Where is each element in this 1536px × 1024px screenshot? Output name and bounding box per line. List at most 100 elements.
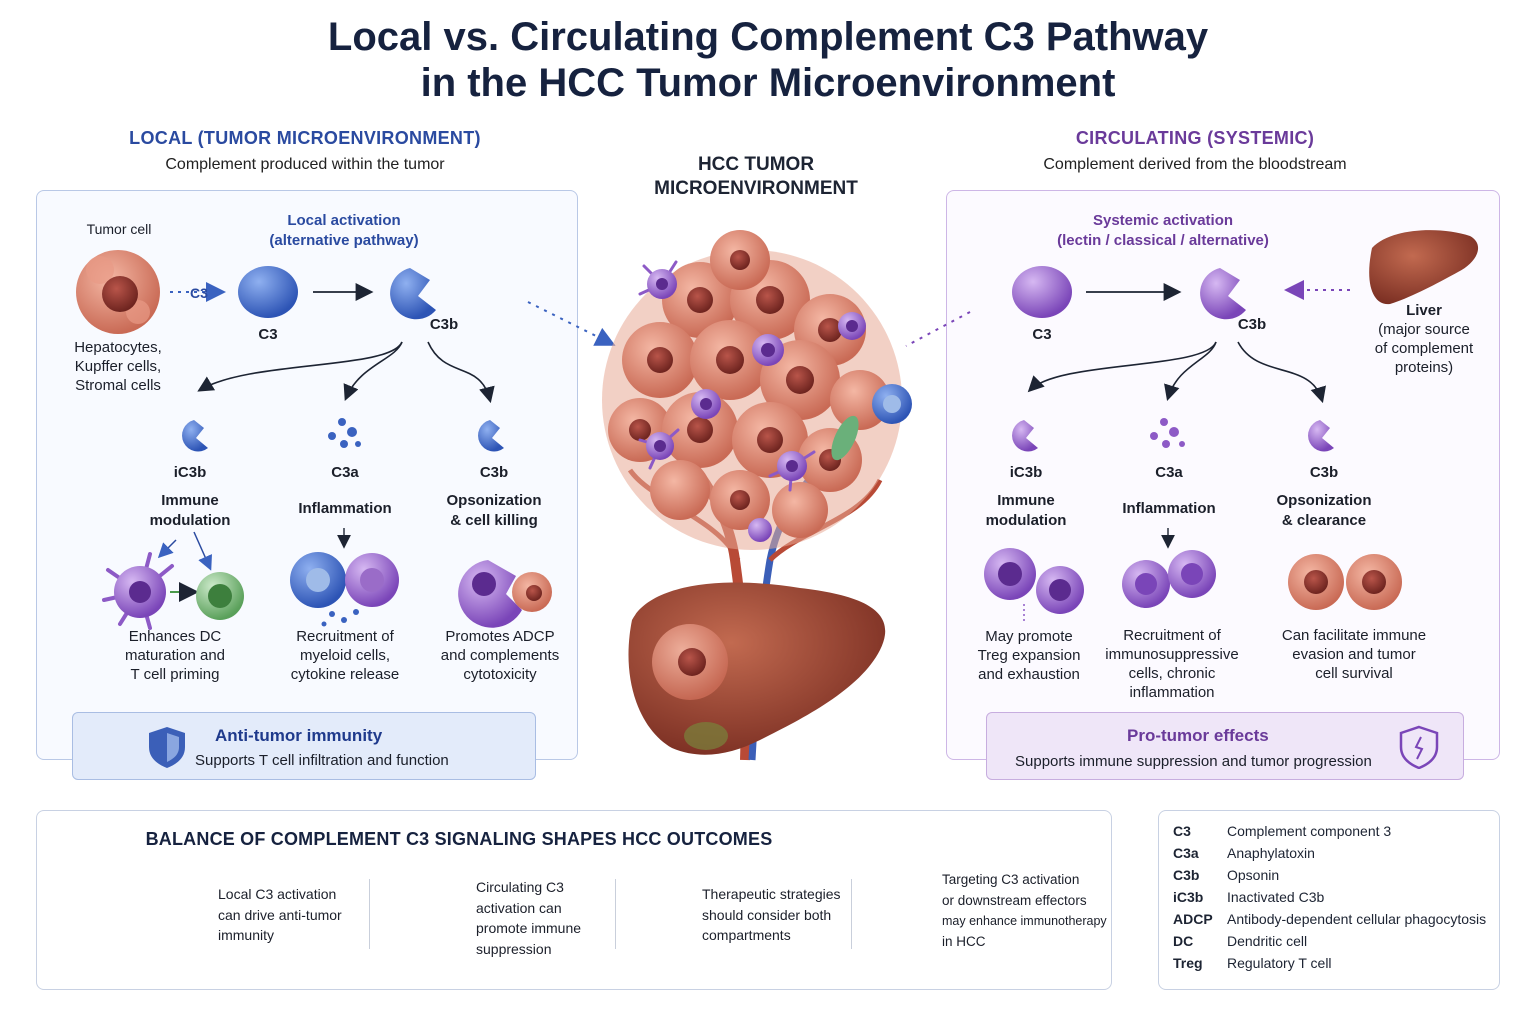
effect-line: maturation and: [124, 647, 226, 664]
balance-item-circulating: Circulating C3 activation can promote im…: [476, 877, 581, 959]
effect-line: T cell priming: [130, 666, 220, 683]
balance-line: can drive anti-tumor: [218, 906, 342, 923]
legend-meaning: Inactivated C3b: [1227, 889, 1325, 905]
local-subheading: Complement produced within the tumor: [165, 156, 445, 173]
local-to-tumor-arrow: [527, 301, 616, 346]
center-title-line-1: HCC TUMOR: [697, 154, 815, 175]
balance-item-local: Local C3 activation can drive anti-tumor…: [218, 884, 342, 946]
balance-panel: BALANCE OF COMPLEMENT C3 SIGNALING SHAPE…: [36, 810, 1112, 990]
effect-line: Recruitment of: [296, 628, 394, 645]
circulating-c3-molecule-icon: [1012, 266, 1072, 318]
local-heading: LOCAL (TUMOR MICROENVIRONMENT): [129, 128, 481, 148]
shield-outline-icon: [149, 727, 185, 768]
function-line: Immune: [161, 492, 219, 509]
t-cell-icon: [196, 572, 244, 620]
local-source-line: Hepatocytes,: [74, 339, 162, 356]
anti-tumor-outcome-box: Anti-tumor immunity Supports T cell infi…: [72, 712, 536, 780]
liver-line: Liver: [1406, 302, 1442, 319]
circ-c3b-effect: Can facilitate immune evasion and tumor …: [1264, 626, 1444, 683]
local-c3a-function: Inflammation: [280, 499, 410, 519]
balance-line: suppression: [476, 940, 552, 957]
circ-c3a-effect: Recruitment of immunosuppressive cells, …: [1096, 626, 1248, 702]
tumor-to-c3-arrow-label: C3: [190, 285, 208, 301]
tumor-cell-label: Tumor cell: [86, 221, 152, 237]
divider: [851, 879, 852, 949]
effect-line: May promote: [985, 628, 1073, 645]
anti-tumor-title: Anti-tumor immunity: [215, 726, 383, 745]
circ-ic3b-effect: May promote Treg expansion and exhaustio…: [960, 627, 1098, 684]
balance-line: in HCC: [942, 933, 986, 949]
local-c3a-icon: [328, 418, 361, 448]
effect-line: cell survival: [1315, 665, 1393, 682]
circulating-c3b-label: C3b: [1237, 316, 1267, 333]
effect-line: and exhaustion: [978, 666, 1080, 683]
balance-line: promote immune: [476, 920, 582, 936]
legend-abbr: C3a: [1173, 845, 1199, 861]
local-activation-line-2: (alternative pathway): [269, 232, 419, 249]
legend-abbr: iC3b: [1173, 889, 1204, 905]
circ-branch-arrow-c3a: [1164, 341, 1217, 402]
local-ic3b-function: Immune modulation: [120, 491, 260, 531]
circ-c3b-fragment-label: C3b: [1309, 464, 1339, 481]
function-line: Immune: [997, 492, 1055, 509]
local-ic3b-label: iC3b: [173, 464, 207, 481]
local-sources-label: Hepatocytes, Kupffer cells, Stromal cell…: [52, 338, 184, 395]
effect-line: Enhances DC: [128, 628, 222, 645]
liver-line: (major source: [1378, 321, 1470, 338]
balance-line: Therapeutic strategies: [702, 886, 841, 902]
balance-line: should consider both: [702, 906, 832, 923]
effect-line: inflammation: [1129, 684, 1215, 701]
function-line: Opsonization: [446, 492, 542, 509]
local-c3a-label: C3a: [331, 464, 359, 481]
local-c3b-label: C3b: [429, 316, 459, 333]
legend-abbr: C3: [1173, 823, 1191, 839]
treg-cell-icon: [984, 548, 1084, 622]
balance-line: compartments: [702, 927, 791, 943]
circ-c3a-label: C3a: [1155, 464, 1183, 481]
pro-tumor-title: Pro-tumor effects: [1127, 726, 1269, 745]
local-branch-arrow-c3b: [427, 341, 495, 404]
effect-line: Recruitment of: [1123, 627, 1221, 644]
circ-c3b-function: Opsonization & clearance: [1250, 491, 1398, 531]
pro-tumor-outcome-box: Pro-tumor effects Supports immune suppre…: [986, 712, 1464, 780]
local-c3b-function: Opsonization & cell killing: [420, 491, 568, 531]
title-line-2: in the HCC Tumor Microenvironment: [420, 61, 1116, 105]
circulating-to-tumor-arrow: [905, 311, 971, 347]
circulating-activation-label: Systemic activation (lectin / classical …: [1040, 211, 1286, 251]
center-title: HCC TUMOR MICROENVIRONMENT: [620, 153, 892, 201]
legend-abbr: Treg: [1173, 955, 1203, 971]
local-source-line: Stromal cells: [75, 377, 161, 394]
local-c3-molecule-icon: [238, 266, 298, 318]
balance-line: Circulating C3: [476, 879, 564, 895]
effect-line: immunosuppressive: [1105, 646, 1239, 663]
balance-item-targeting: Targeting C3 activation or downstream ef…: [942, 870, 1107, 952]
effect-line: Can facilitate immune: [1281, 627, 1427, 644]
balance-heading: BALANCE OF COMPLEMENT C3 SIGNALING SHAPE…: [37, 829, 1111, 850]
effect-line: cytokine release: [290, 666, 400, 683]
tumor-cell-survival-icon: [1288, 554, 1402, 610]
effect-line: Treg expansion: [977, 647, 1081, 664]
pro-tumor-subtitle: Supports immune suppression and tumor pr…: [1015, 753, 1372, 770]
legend-meaning: Opsonin: [1227, 867, 1280, 883]
circ-branch-arrow-ic3b: [1027, 341, 1217, 393]
local-ic3b-icon: [182, 420, 208, 452]
legend-meaning: Dendritic cell: [1227, 933, 1308, 949]
local-activation-label: Local activation (alternative pathway): [244, 211, 444, 251]
function-line: modulation: [149, 512, 231, 529]
circulating-c3-label: C3: [1032, 326, 1052, 343]
local-c3b-molecule-icon: [390, 268, 436, 320]
ic3b-to-dc-arrow: [157, 539, 177, 559]
local-c3a-effect: Recruitment of myeloid cells, cytokine r…: [270, 627, 420, 684]
divider: [615, 879, 616, 949]
liver-label: Liver (major source of complement protei…: [1360, 301, 1488, 377]
local-c3b-fragment-icon: [478, 420, 504, 452]
macrophage-icon: [458, 560, 552, 628]
immunosuppressive-cell-icon: [1122, 550, 1216, 608]
circ-ic3b-label: iC3b: [1009, 464, 1043, 481]
liver-line: of complement: [1374, 340, 1474, 357]
effect-line: cells, chronic: [1128, 665, 1216, 682]
legend-meaning: Antibody-dependent cellular phagocytosis: [1227, 911, 1487, 927]
hcc-tumor-illustration: [527, 230, 971, 761]
local-c3b-effect: Promotes ADCP and complements cytotoxici…: [424, 627, 576, 684]
